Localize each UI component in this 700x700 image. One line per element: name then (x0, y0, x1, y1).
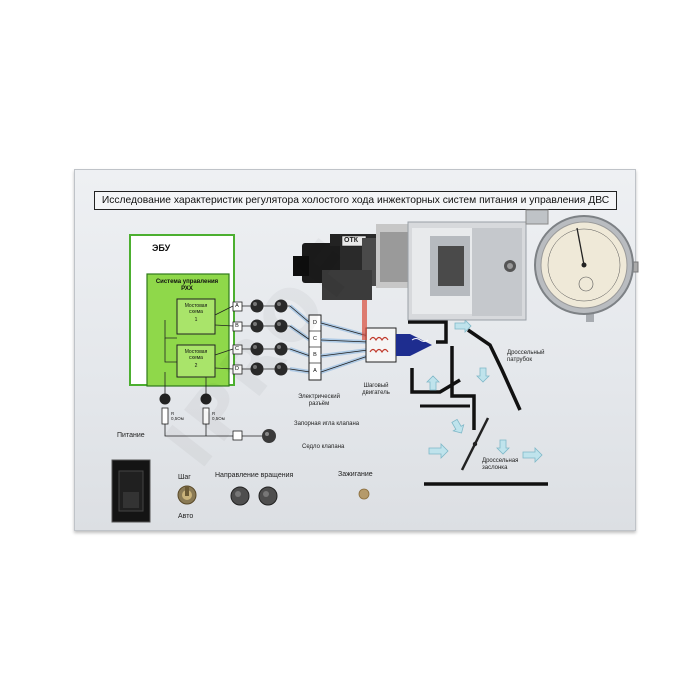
valve-needle-label: Запорная игла клапана (294, 421, 360, 427)
ecu-pin-c (232, 344, 243, 355)
throttle-valve-line2: заслонка (482, 465, 508, 471)
ecu-pin-b (232, 321, 243, 332)
resistor-socket-2[interactable] (200, 393, 212, 405)
resistor-socket-1[interactable] (159, 393, 171, 405)
aluminium-adapter-block (407, 221, 527, 321)
bridge-circuit-2 (176, 344, 216, 378)
connector-b-label: B (313, 352, 317, 358)
panel-title-text: Исследование характеристик регулятора хо… (101, 195, 610, 206)
bridge-2-line2: схема (189, 355, 203, 361)
ecu-pin-d-label: D (235, 366, 239, 372)
resistor-1-r: R (171, 411, 175, 416)
step-auto-toggle[interactable] (177, 485, 197, 505)
bridge-2-line1: Мостовая (184, 349, 208, 355)
resistor-2-value: 0,5Ом (212, 416, 225, 421)
ecu-pin-a-label: A (235, 303, 239, 309)
throttle-pipe-line1: Дроссельный (507, 350, 545, 356)
ignition-label: Зажигание (338, 471, 373, 478)
resistor-1-value: 0,5Ом (171, 416, 184, 421)
power-switch[interactable] (111, 459, 151, 523)
valve-seat-label: Седло клапана (302, 444, 345, 450)
bridge-1-line2: схема (189, 309, 203, 315)
electric-connector-line1: Электрический (298, 394, 340, 400)
idle-air-valve-photo (293, 224, 412, 300)
resistor-2-label: R 0,5Ом (212, 411, 225, 421)
step-label: Шаг (178, 474, 191, 481)
bridge-1-line1: Мостовая (184, 303, 208, 309)
ecu-pin-b-label: B (235, 323, 239, 329)
auto-label: Авто (178, 513, 194, 520)
bridge-2-label: Мостовая схема 2 (178, 349, 214, 369)
throttle-pipe-label: Дроссельный патрубок (507, 350, 544, 364)
ecu-label: ЭБУ (152, 243, 171, 253)
air-flow-arrows (426, 319, 543, 463)
ground-socket[interactable] (262, 429, 276, 443)
bridge-1-label: Мостовая схема 1 (178, 303, 214, 323)
throttle-valve-label: Дроссельная заслонка (482, 458, 518, 472)
ecu-pin-a (232, 301, 243, 312)
throttle-pipe-wall-left (450, 346, 476, 430)
stepper-motor-line1: Шаговый (363, 383, 389, 389)
bridge-1-num: 1 (194, 317, 198, 323)
throttle-pipe-line2: патрубок (507, 357, 532, 363)
valve-housing (408, 320, 448, 344)
otk-label: ОТК (344, 237, 358, 244)
valve-needle (396, 334, 410, 356)
resistor-2-r: R (212, 411, 216, 416)
rxx-system-label: Система управления РХХ (155, 279, 219, 292)
stepper-motor (365, 327, 397, 363)
connector-c-label: C (313, 336, 317, 342)
bridge-circuit-1 (176, 298, 216, 335)
ignition-indicator-lamp (358, 488, 370, 500)
dial-gauge (525, 209, 639, 322)
ecu-pin-d (232, 364, 243, 375)
electric-connector-line2: разъём (308, 401, 330, 407)
connector-d-label: D (313, 320, 317, 326)
rotation-direction-label: Направление вращения (215, 472, 294, 479)
stepper-motor-line2: двигатель (362, 390, 390, 396)
coil-icon (369, 336, 389, 342)
power-label: Питание (117, 432, 145, 439)
throttle-pipe-wall-right (467, 328, 522, 411)
electric-connector-label: Электрический разъём (284, 394, 354, 408)
resistor-1-label: R 0,5Ом (171, 411, 184, 421)
ecu-pin-c-label: C (235, 346, 239, 352)
bridge-2-num: 2 (194, 363, 198, 369)
panel-title: Исследование характеристик регулятора хо… (94, 191, 617, 210)
throttle-valve-line1: Дроссельная (482, 458, 519, 464)
gauge-needle (576, 227, 585, 266)
stepper-motor-label: Шаговый двигатель (348, 383, 404, 397)
connector-a-label: A (313, 368, 317, 374)
ecu-pin-e (232, 430, 243, 441)
